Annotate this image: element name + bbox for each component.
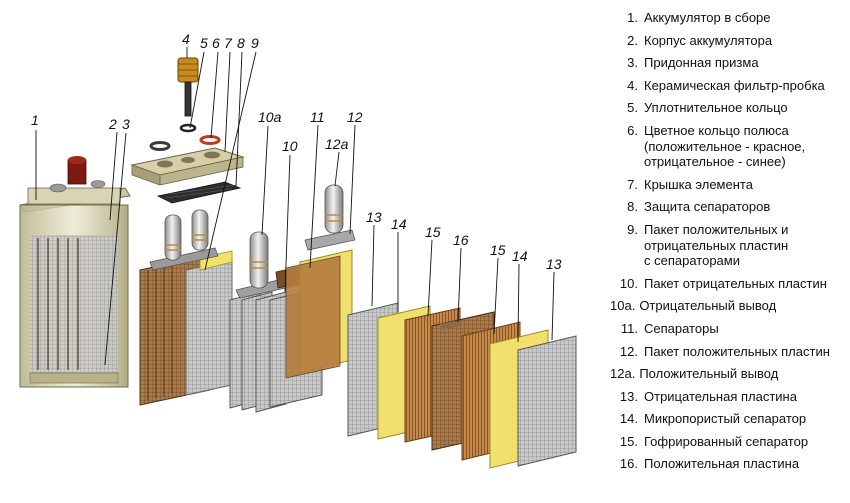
legend-number: 9. [627, 221, 638, 237]
callout-14-right: 14 [512, 248, 528, 264]
callout-14-left: 14 [391, 216, 407, 232]
legend-number: 15. [619, 433, 638, 449]
legend-number: 8. [627, 199, 638, 215]
legend-text: Защита сепараторов [644, 199, 771, 215]
callout-12: 12 [347, 109, 363, 125]
legend-number: 3. [627, 55, 638, 71]
legend-text: Корпус аккумулятора [644, 32, 773, 48]
legend-number: 10а. [610, 298, 636, 314]
legend-item: 9. Пакет положительных и отрицательных пл… [610, 222, 846, 269]
legend-item: 15. Гофрированный сепаратор [610, 434, 846, 450]
legend-number: 7. [627, 176, 638, 192]
callout-16: 16 [453, 232, 469, 248]
legend-text: Пакет положительных и отрицательных плас… [644, 221, 789, 269]
legend-item: 14. Микропористый сепаратор [610, 411, 846, 427]
filter-plug [177, 57, 199, 117]
callout-15-left: 15 [425, 224, 441, 240]
legend-item: 12. Пакет положительных пластин [610, 344, 846, 360]
callout-3: 3 [122, 116, 130, 132]
legend-item: 16. Положительная пластина [610, 456, 846, 472]
callout-8: 8 [237, 35, 245, 51]
callout-12a: 12a [325, 136, 349, 152]
legend-number: 12. [619, 343, 638, 359]
legend-text: Керамическая фильтр-пробка [644, 77, 825, 93]
legend-item: 6. Цветное кольцо полюса (положительное -… [610, 123, 846, 170]
washer [149, 141, 171, 151]
color-pole-ring [199, 135, 221, 145]
legend-number: 5. [627, 100, 638, 116]
battery-exploded-diagram: 1 2 3 4 5 6 7 8 9 10a 11 12 10 12a 13 14… [19, 31, 577, 469]
legend-item: 5. Уплотнительное кольцо [610, 100, 846, 116]
callout-9: 9 [251, 35, 259, 51]
legend-list: 1. Аккумулятор в сборе 2. Корпус аккумулято… [610, 10, 846, 479]
legend-text: Отрицательная пластина [644, 388, 797, 404]
sealing-ring [179, 123, 197, 133]
callout-13-right: 13 [546, 256, 562, 272]
callout-13-left: 13 [366, 209, 382, 225]
legend-item: 13. Отрицательная пластина [610, 389, 846, 405]
callout-15-right: 15 [490, 242, 506, 258]
legend-number: 16. [619, 456, 638, 472]
legend-item: 2. Корпус аккумулятора [610, 33, 846, 49]
callout-10a: 10a [258, 109, 282, 125]
callout-7: 7 [224, 35, 233, 51]
legend-number: 10. [619, 275, 638, 291]
legend-text: Аккумулятор в сборе [644, 10, 771, 25]
legend-text: Пакет положительных пластин [644, 343, 830, 359]
legend-item: 1. Аккумулятор в сборе [610, 10, 846, 26]
callout-5: 5 [200, 35, 208, 51]
callout-1: 1 [31, 112, 39, 128]
legend-item: 4. Керамическая фильтр-пробка [610, 78, 846, 94]
legend-text: Отрицательный вывод [639, 298, 777, 314]
callout-6: 6 [212, 35, 220, 51]
legend-item: 10. Пакет отрицательных пластин [610, 276, 846, 292]
legend-item: 10а.Отрицательный вывод [610, 298, 846, 314]
assembled-battery [19, 156, 131, 388]
legend-text: Микропористый сепаратор [644, 411, 807, 427]
legend-number: 4. [627, 77, 638, 93]
legend-item: 11. Сепараторы [610, 321, 846, 337]
legend-number: 1. [627, 10, 638, 25]
legend-text: Придонная призма [644, 55, 759, 71]
positive-plate-pack [304, 184, 356, 251]
legend-item: 3. Придонная призма [610, 55, 846, 71]
plate-pack-assembled [139, 209, 233, 406]
leader-lines [35, 47, 555, 366]
legend-text: Положительная пластина [644, 456, 800, 472]
legend-text: Уплотнительное кольцо [644, 100, 788, 116]
callout-11: 11 [310, 109, 325, 125]
separator-protection [156, 181, 242, 204]
callout-4: 4 [182, 31, 190, 47]
legend-number: 14. [619, 411, 638, 427]
legend-text: Крышка элемента [644, 176, 753, 192]
legend-number: 6. [627, 122, 638, 138]
legend-text: Пакет отрицательных пластин [644, 275, 827, 291]
legend-item: 7. Крышка элемента [610, 177, 846, 193]
legend-text: Сепараторы [644, 320, 719, 336]
callout-10: 10 [282, 138, 298, 154]
negative-plate-right [517, 335, 577, 467]
legend-item: 8. Защита сепараторов [610, 199, 846, 215]
cell-lid [130, 147, 245, 186]
separators-pack [275, 249, 353, 379]
legend-number: 12а. [610, 366, 636, 382]
legend-text: Гофрированный сепаратор [644, 433, 809, 449]
legend-number: 11. [620, 320, 638, 336]
legend-number: 13. [619, 388, 638, 404]
legend-number: 2. [627, 32, 638, 48]
legend-text: Положительный вывод [639, 366, 779, 382]
callout-2: 2 [108, 116, 117, 132]
legend-item: 12а.Положительный вывод [610, 366, 846, 382]
legend-text: Цветное кольцо полюса (положительное - к… [644, 122, 806, 170]
